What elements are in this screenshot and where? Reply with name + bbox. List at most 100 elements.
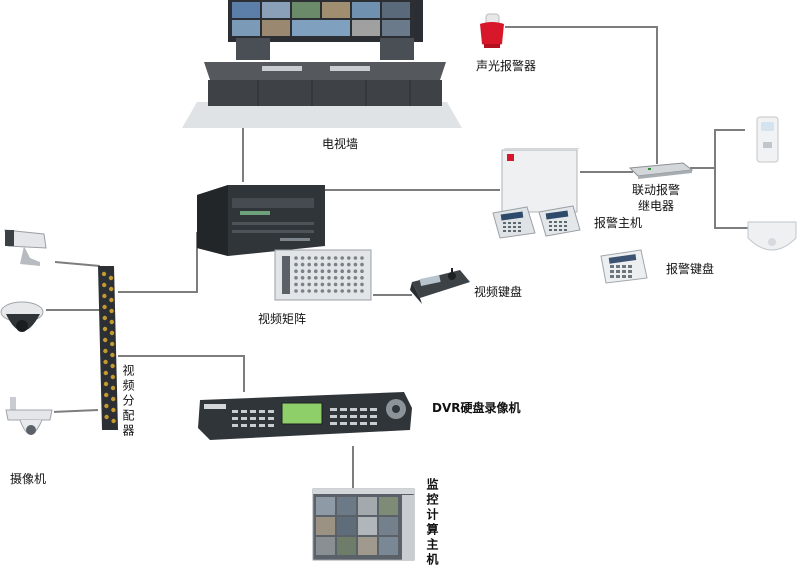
keypad-key <box>513 230 516 232</box>
keypad-key <box>549 225 552 227</box>
label-monitor-pc: 监控计算主机 <box>425 478 439 568</box>
keypad-key <box>616 270 620 273</box>
dvr-button <box>350 408 357 411</box>
matrix-port <box>340 276 345 280</box>
bnc-port <box>109 297 114 303</box>
bnc-port <box>103 359 108 365</box>
dvr-button <box>250 410 256 413</box>
monitor-video-tile <box>379 517 398 535</box>
dvr-button <box>259 424 265 427</box>
dvr-button <box>232 424 238 427</box>
monitor-screen-icon <box>312 488 415 561</box>
matrix-port <box>320 262 325 267</box>
matrix-port <box>340 289 345 293</box>
matrix-panel-icon <box>274 249 372 301</box>
dvr-button <box>370 422 377 425</box>
matrix-port <box>347 282 351 287</box>
bnc-port <box>109 330 115 336</box>
matrix-port <box>294 289 298 293</box>
matrix-port <box>360 256 364 260</box>
dvr-button <box>340 422 347 425</box>
dvr-button <box>241 424 247 427</box>
bnc-port <box>110 363 115 369</box>
matrix-port <box>314 289 318 293</box>
matrix-port <box>327 289 331 293</box>
dvr-button <box>330 422 337 425</box>
keypad-key <box>503 222 506 224</box>
matrix-port <box>300 269 305 274</box>
keypad-key <box>554 229 557 231</box>
line-distributor-matrix <box>118 232 198 293</box>
bnc-port <box>110 385 116 391</box>
keypad-key <box>549 221 552 223</box>
bnc-port <box>108 275 114 281</box>
dvr-button <box>330 415 337 418</box>
matrix-port <box>300 256 305 260</box>
alarm-keypad-icon <box>600 249 648 284</box>
matrix-port <box>353 282 358 287</box>
matrix-port <box>347 256 351 260</box>
matrix-port <box>327 262 331 267</box>
bnc-port <box>109 319 115 325</box>
bnc-port <box>111 407 116 413</box>
matrix-port <box>294 262 298 267</box>
keypad-key <box>564 229 567 231</box>
keypad-key <box>564 221 567 223</box>
bullet-camera-icon <box>0 222 54 268</box>
speed-dome-camera-icon <box>0 392 54 442</box>
connection-lines <box>45 26 748 488</box>
keypad-key <box>610 265 614 268</box>
bnc-port <box>102 293 107 299</box>
matrix-port <box>347 269 351 274</box>
bnc-port <box>101 271 107 277</box>
monitor-video-tile <box>379 537 398 555</box>
matrix-port <box>347 289 351 293</box>
keypad-key <box>554 221 557 223</box>
label-video-distributor: 视频分配器 <box>121 364 135 439</box>
label-video-keyboard: 视频键盘 <box>474 285 523 299</box>
matrix-port <box>320 282 325 287</box>
keypad-key <box>628 270 632 273</box>
keypad-key <box>622 270 626 273</box>
monitor-video-tile <box>316 497 335 515</box>
dvr-button <box>360 408 367 411</box>
matrix-port <box>353 269 358 274</box>
label-linkage-relay: 联动报警 继电器 <box>632 183 681 213</box>
bnc-port <box>103 337 108 343</box>
matrix-port <box>314 256 318 260</box>
line-distributor-dvr <box>118 355 245 392</box>
bnc-port <box>109 286 114 292</box>
matrix-port <box>333 262 338 267</box>
dvr-button <box>250 424 256 427</box>
line-relay-sensor-bottom <box>714 168 748 229</box>
matrix-port <box>327 256 331 260</box>
matrix-port <box>294 256 298 260</box>
matrix-port <box>314 282 318 287</box>
strobe-alarm-icon <box>480 13 504 48</box>
matrix-port <box>353 256 358 260</box>
dvr-button <box>250 417 256 420</box>
bnc-port <box>102 326 108 332</box>
matrix-port <box>347 276 351 280</box>
matrix-port <box>360 269 364 274</box>
dvr-button <box>330 408 337 411</box>
matrix-port <box>360 282 364 287</box>
monitor-video-tile <box>337 497 356 515</box>
bnc-port <box>104 392 109 398</box>
pir-sensor-icon <box>756 116 779 163</box>
video-distributor-icon <box>98 266 118 430</box>
matrix-port <box>347 262 351 267</box>
dvr-button <box>241 410 247 413</box>
dvr-button <box>259 410 265 413</box>
bnc-port <box>102 304 107 310</box>
matrix-port <box>340 282 345 287</box>
dvr-button <box>350 415 357 418</box>
matrix-port <box>300 282 305 287</box>
smoke-detector-icon <box>747 221 797 251</box>
bnc-port <box>109 308 114 314</box>
line-strobe-relay <box>505 26 658 164</box>
matrix-port <box>360 289 364 293</box>
matrix-port <box>333 276 338 280</box>
keypad-key <box>622 275 626 278</box>
